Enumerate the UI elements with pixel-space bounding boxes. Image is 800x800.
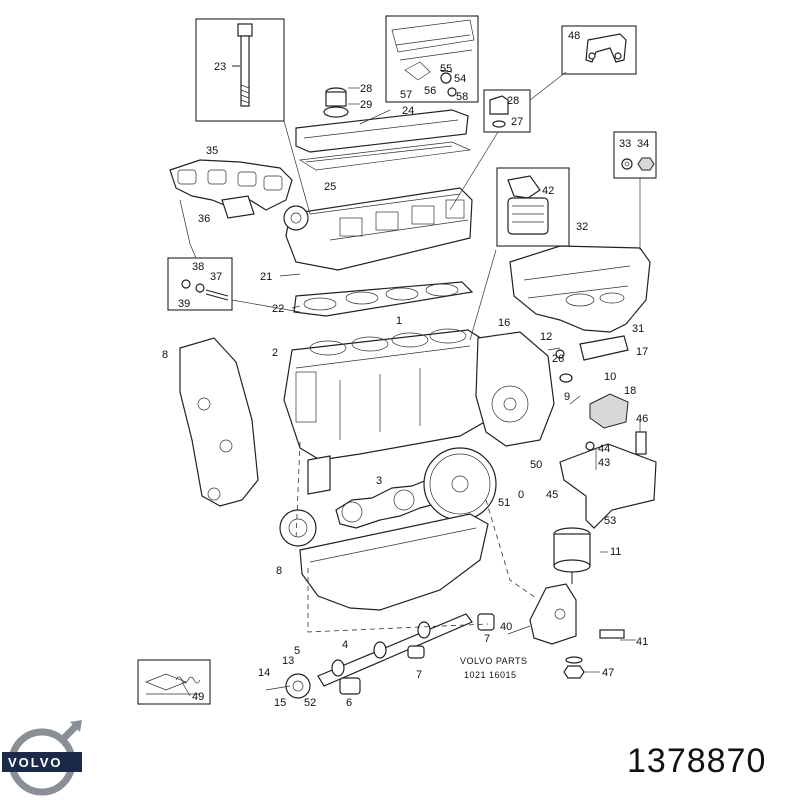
intake-manifold bbox=[509, 245, 651, 333]
valve-cover bbox=[295, 87, 469, 153]
callout-43: 43 bbox=[598, 457, 610, 469]
mount-bracket-45 bbox=[559, 431, 657, 529]
callout-50: 50 bbox=[530, 459, 542, 471]
intermediate-shaft bbox=[285, 613, 473, 699]
callout-28: 28 bbox=[507, 95, 519, 107]
callout-29: 28 bbox=[360, 83, 372, 95]
callout-2: 2 bbox=[272, 347, 278, 359]
callout-53: 53 bbox=[604, 515, 616, 527]
crank-pulley bbox=[279, 509, 317, 547]
oil-pan bbox=[299, 513, 489, 611]
callout-55: 55 bbox=[440, 63, 452, 75]
bearings bbox=[339, 613, 495, 695]
callout-45: 45 bbox=[546, 489, 558, 501]
callout-52: 52 bbox=[304, 697, 316, 709]
callout-21: 21 bbox=[260, 271, 272, 283]
inset-bracket-48 bbox=[561, 25, 637, 75]
callout-12: 11 bbox=[610, 546, 621, 558]
callout-51: 51 bbox=[498, 497, 510, 509]
callout-46: 46 bbox=[636, 413, 648, 425]
callout-25: 25 bbox=[324, 181, 336, 193]
inset-nuts-33-34 bbox=[613, 131, 657, 179]
callout-3: 3 bbox=[376, 475, 382, 487]
callout-54: 54 bbox=[454, 73, 466, 85]
pipe-18 bbox=[555, 335, 629, 383]
inset-spring-49 bbox=[137, 659, 211, 705]
callout-16: 15 bbox=[274, 697, 286, 709]
callout-41: 41 bbox=[636, 636, 648, 648]
assembly-lines bbox=[179, 65, 641, 633]
engine-mount-19 bbox=[589, 393, 629, 429]
cylinder-head bbox=[283, 187, 473, 271]
rubber-mount-12 bbox=[553, 527, 591, 584]
callout-24: 24 bbox=[402, 105, 414, 117]
callout-19: 18 bbox=[624, 385, 636, 397]
callout-23: 23 bbox=[214, 61, 226, 73]
callout-32: 32 bbox=[576, 221, 588, 233]
callout-44: 44 bbox=[598, 443, 610, 455]
callout-8: 8 bbox=[162, 349, 168, 361]
callout-7b: 7 bbox=[484, 633, 490, 645]
callout-40: 40 bbox=[500, 621, 512, 633]
diagram-caption: VOLVO PARTS 1021 16015 bbox=[460, 656, 528, 680]
callout-35: 35 bbox=[206, 145, 218, 157]
caption-line1: VOLVO PARTS bbox=[460, 656, 528, 666]
callout-26: 26 bbox=[552, 353, 564, 365]
volvo-logo-text: VOLVO bbox=[8, 755, 63, 770]
engine-block bbox=[283, 328, 491, 461]
callout-37: 37 bbox=[210, 271, 222, 283]
callout-17: 16 bbox=[498, 317, 510, 329]
mount-bracket-40 bbox=[529, 583, 625, 679]
callout-58: 58 bbox=[456, 91, 468, 103]
volvo-logo: VOLVO bbox=[2, 720, 82, 796]
callout-10: 9 bbox=[564, 391, 570, 403]
callout-14: 13 bbox=[282, 655, 294, 667]
callout-42: 42 bbox=[542, 185, 554, 197]
inset-plug-28 bbox=[483, 89, 531, 133]
callout-33: 33 bbox=[619, 138, 631, 150]
head-gasket bbox=[293, 281, 474, 317]
callout-1: 1 bbox=[396, 315, 402, 327]
callout-34: 34 bbox=[637, 138, 649, 150]
callout-15: 14 bbox=[258, 667, 270, 679]
callout-27: 27 bbox=[511, 116, 523, 128]
callout-6: 6 bbox=[346, 697, 352, 709]
callout-11: 10 bbox=[604, 371, 616, 383]
callout-22: 22 bbox=[272, 303, 284, 315]
callout-0: 0 bbox=[518, 489, 524, 501]
callout-7a: 7 bbox=[416, 669, 422, 681]
callout-30: 29 bbox=[360, 99, 372, 111]
inset-thermostat-42 bbox=[496, 167, 570, 247]
callout-38: 38 bbox=[192, 261, 204, 273]
callout-56: 56 bbox=[424, 85, 436, 97]
callout-31: 31 bbox=[632, 323, 644, 335]
callout-9: 8 bbox=[276, 565, 282, 577]
exhaust-manifold bbox=[169, 159, 293, 219]
callout-47: 47 bbox=[602, 667, 614, 679]
caption-line2: 1021 16015 bbox=[464, 670, 517, 680]
leader-lines bbox=[181, 87, 641, 697]
timing-cover bbox=[179, 337, 259, 507]
callout-5: 5 bbox=[294, 645, 300, 657]
callout-57: 57 bbox=[400, 89, 412, 101]
callout-18: 17 bbox=[636, 346, 648, 358]
callout-13: 12 bbox=[540, 331, 552, 343]
inset-valve-detail bbox=[385, 15, 479, 103]
flywheel bbox=[423, 447, 497, 521]
flywheel-housing bbox=[475, 331, 555, 447]
valve-cover-gasket bbox=[298, 141, 472, 171]
callout-labels: 23 28 29 24 55 54 56 57 58 48 28 27 33 3… bbox=[162, 30, 649, 709]
callout-49: 49 bbox=[192, 691, 204, 703]
callout-39: 39 bbox=[178, 298, 190, 310]
callout-48: 48 bbox=[568, 30, 580, 42]
inset-head-bolt bbox=[195, 18, 285, 122]
callout-36: 36 bbox=[198, 213, 210, 225]
callout-4: 4 bbox=[342, 639, 348, 651]
part-number: 1378870 bbox=[627, 742, 767, 780]
inset-stud-38 bbox=[167, 257, 233, 311]
